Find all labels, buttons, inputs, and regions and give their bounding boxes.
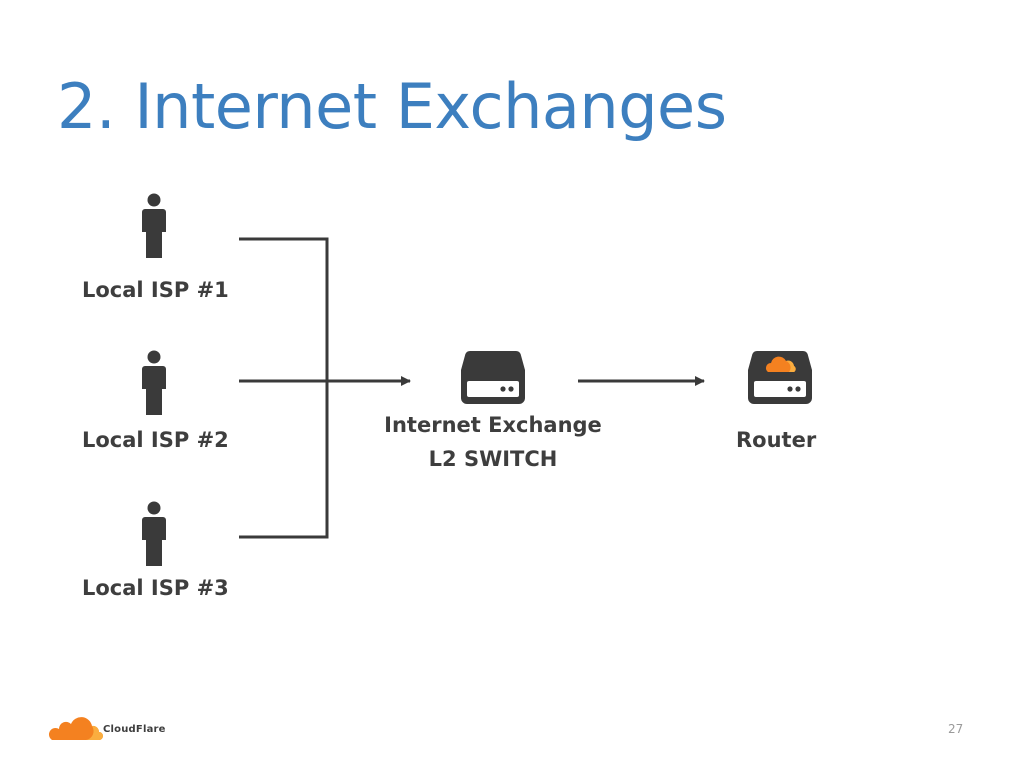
edge-isp3-exchange xyxy=(239,381,329,539)
exchange-label-line1: Internet Exchange xyxy=(384,413,602,437)
cloud-router-icon xyxy=(748,350,812,404)
cloud-icon xyxy=(766,356,796,372)
slide-title: 2. Internet Exchanges xyxy=(57,70,727,143)
brand-wordmark: CloudFlare xyxy=(103,724,166,735)
isp1-label: Local ISP #1 xyxy=(82,278,229,302)
cloudflare-logo xyxy=(48,717,103,740)
exchange-label-line2: L2 SWITCH xyxy=(428,447,558,471)
isp3-label: Local ISP #3 xyxy=(82,576,229,600)
person-icon xyxy=(142,501,166,566)
person-icon xyxy=(142,193,166,258)
router-label: Router xyxy=(736,428,817,452)
person-icon xyxy=(142,350,166,415)
switch-icon xyxy=(461,350,525,404)
edge-isp1-exchange xyxy=(239,237,329,381)
exchange-label: Internet Exchange L2 SWITCH xyxy=(372,408,614,476)
page-number: 27 xyxy=(948,722,964,736)
isp2-label: Local ISP #2 xyxy=(82,428,229,452)
